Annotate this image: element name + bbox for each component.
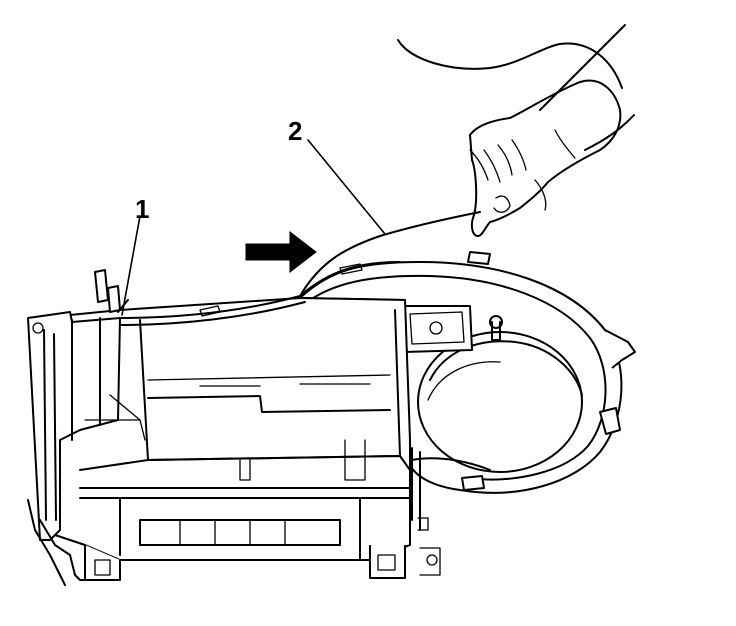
callout-2-leader: [307, 139, 386, 235]
case-body: [39, 261, 411, 581]
fastener-detail: [417, 517, 441, 576]
blower-opening: [417, 331, 583, 473]
callout-2-label: 2: [288, 116, 302, 146]
seal-strip: [299, 211, 481, 297]
callout-1-label: 1: [135, 194, 149, 224]
case-flange: [27, 269, 146, 586]
blower-housing: [299, 251, 636, 531]
direction-arrow-icon: [245, 230, 317, 274]
callout-1-leader: [121, 215, 141, 316]
hand: [397, 24, 635, 237]
